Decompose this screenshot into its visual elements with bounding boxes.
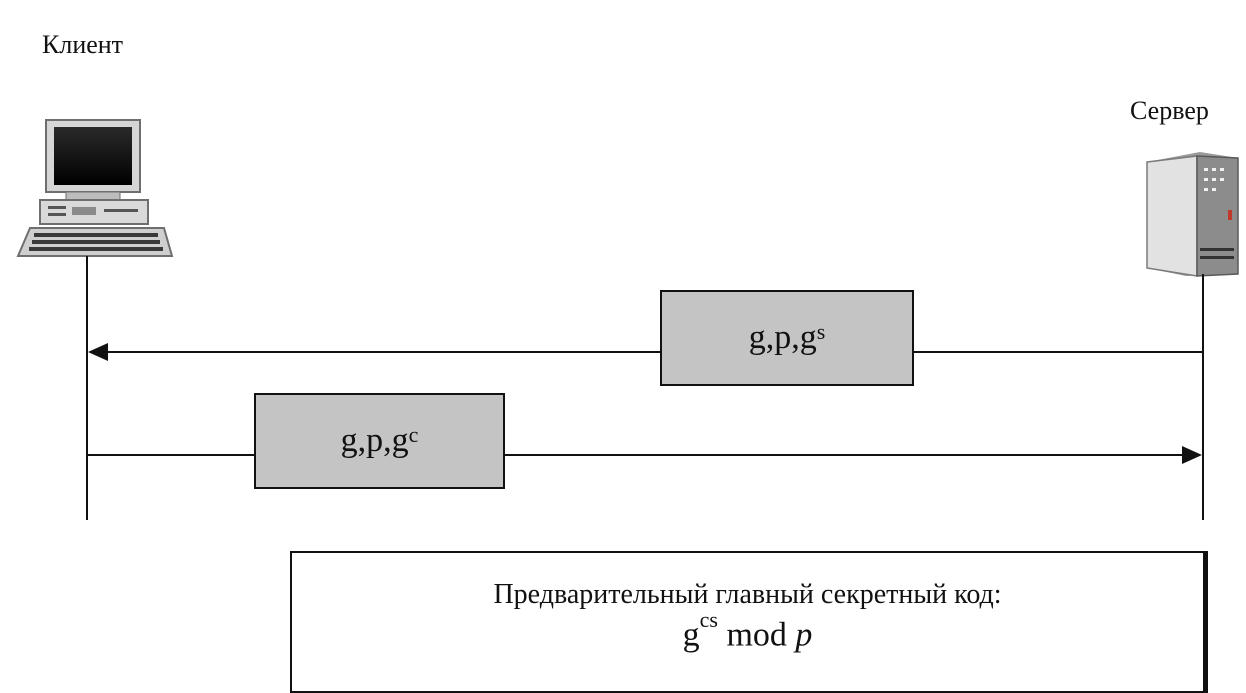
formula-operator: mod xyxy=(717,616,796,654)
arrowhead-left-icon xyxy=(88,343,108,361)
premaster-secret-formula: gcs mod p xyxy=(292,607,1203,654)
message-server-exponent: s xyxy=(816,319,826,344)
formula-exponent: cs xyxy=(699,607,718,632)
client-label: Клиент xyxy=(42,30,124,59)
premaster-secret-box: Предварительный главный секретный код: g… xyxy=(290,551,1208,693)
message-server-text: g,p,g xyxy=(748,319,817,356)
server-label: Сервер xyxy=(1130,96,1209,125)
server-icon xyxy=(1146,152,1239,277)
arrowhead-right-icon xyxy=(1182,446,1202,464)
premaster-secret-title: Предварительный главный секретный код: xyxy=(493,579,1002,610)
formula-variable: p xyxy=(795,616,813,654)
client-computer-icon xyxy=(16,119,174,257)
message-client-exponent: c xyxy=(408,422,419,447)
formula-base: g xyxy=(682,616,700,654)
message-client-text: g,p,g xyxy=(340,422,409,459)
